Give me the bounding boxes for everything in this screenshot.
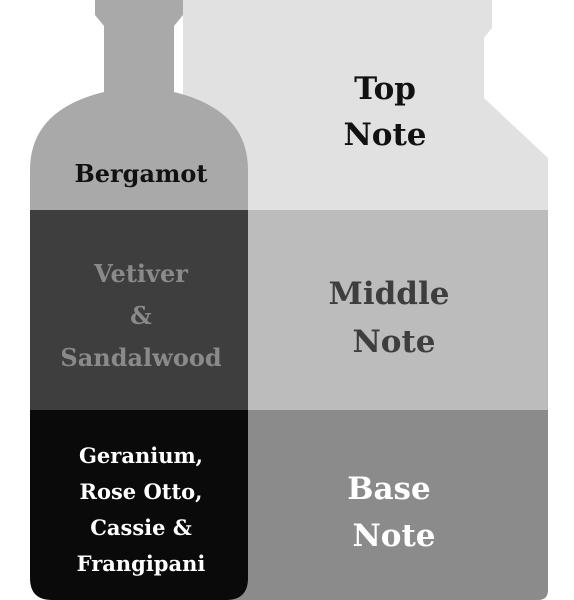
left-bottle-base-zone [30, 410, 248, 600]
left-bottle-middle-zone [30, 210, 248, 410]
middle-note-label-line-1: Middle [329, 276, 450, 312]
vetiver-label-line-3: Sandalwood [60, 343, 221, 372]
base-note-label-line-1: Base [347, 471, 430, 507]
geranium-label-line-1: Geranium, [79, 443, 203, 468]
bergamot-label: Bergamot [74, 159, 207, 188]
geranium-label-line-3: Cassie & [90, 515, 192, 540]
geranium-label-line-2: Rose Otto, [80, 479, 203, 504]
base-note-label-line-2: Note [352, 518, 435, 554]
top-note-label-line-1: Top [354, 71, 416, 107]
geranium-label-line-4: Frangipani [77, 551, 206, 576]
vetiver-label-line-2: & [130, 301, 152, 330]
middle-note-label-line-2: Note [352, 324, 435, 360]
top-note-label-line-2: Note [343, 117, 426, 153]
vetiver-label-line-1: Vetiver [93, 259, 188, 288]
